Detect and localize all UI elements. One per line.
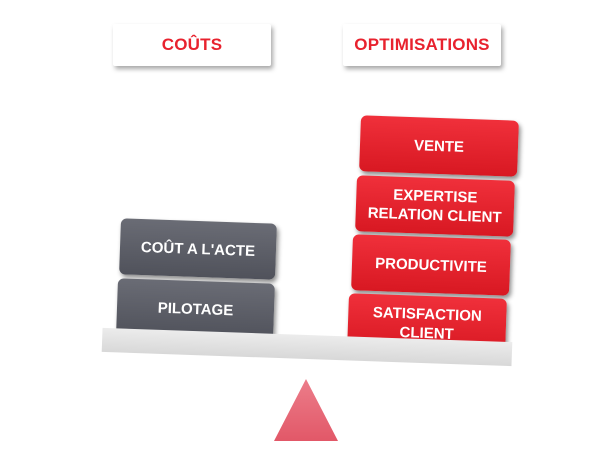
costs-header: COÛTS xyxy=(113,24,271,66)
optimisations-header: OPTIMISATIONS xyxy=(343,24,501,66)
